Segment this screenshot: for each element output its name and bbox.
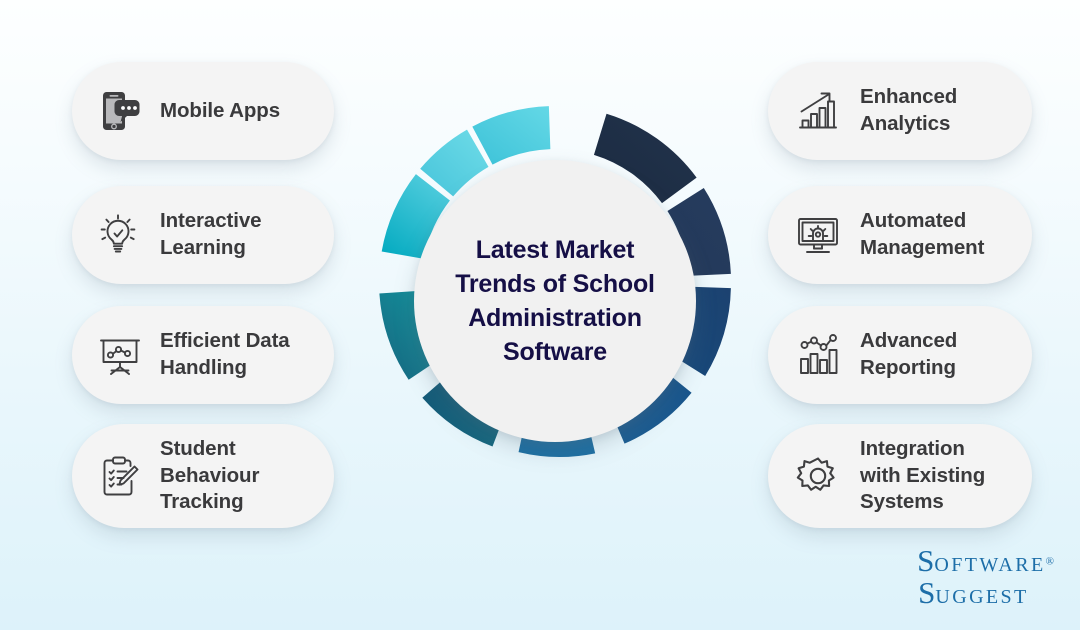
ring-segment (381, 174, 450, 259)
feature-pill-enhanced-analytics[interactable]: Enhanced Analytics (768, 62, 1032, 160)
advanced-reporting-icon (792, 329, 844, 381)
feature-pill-mobile-apps[interactable]: Mobile Apps (72, 62, 334, 160)
feature-pill-label: Mobile Apps (160, 98, 280, 122)
feature-pill-label: Student Behaviour Tracking (160, 437, 260, 514)
enhanced-analytics-icon (792, 85, 844, 137)
logo-line-2: SUGGEST (918, 577, 1054, 608)
feature-pill-label: Automated Management (860, 209, 985, 259)
ring-segment (593, 113, 697, 204)
efficient-data-handling-icon (94, 329, 146, 381)
feature-pill-automated-management[interactable]: Automated Management (768, 186, 1032, 284)
feature-pill-interactive-learning[interactable]: Interactive Learning (72, 186, 334, 284)
ring-segment (420, 129, 489, 197)
student-behaviour-tracking-icon (94, 450, 146, 502)
feature-pill-advanced-reporting[interactable]: Advanced Reporting (768, 306, 1032, 404)
integration-systems-icon (792, 450, 844, 502)
interactive-learning-icon (94, 209, 146, 261)
feature-pill-label: Enhanced Analytics (860, 85, 958, 135)
center-circle: Latest Market Trends of School Administr… (414, 160, 696, 442)
feature-pill-label: Advanced Reporting (860, 329, 958, 379)
feature-pill-efficient-data-handling[interactable]: Efficient Data Handling (72, 306, 334, 404)
feature-pill-label: Interactive Learning (160, 209, 262, 259)
feature-pill-label: Efficient Data Handling (160, 329, 290, 379)
logo-cap-s1: S (917, 543, 935, 578)
feature-pill-integration-systems[interactable]: Integration with Existing Systems (768, 424, 1032, 528)
logo-cap-s2: S (918, 575, 936, 610)
registered-trademark-icon: ® (1045, 555, 1054, 568)
ring-segment (667, 187, 731, 276)
ring-segment (472, 106, 551, 165)
logo-word-suggest: UGGEST (935, 586, 1029, 608)
logo-line-1: SOFTWARE® (917, 545, 1054, 576)
softwaresuggest-logo: SOFTWARE® SUGGEST (917, 545, 1054, 608)
logo-word-software: OFTWARE (934, 554, 1046, 576)
feature-pill-student-behaviour-tracking[interactable]: Student Behaviour Tracking (72, 424, 334, 528)
feature-pill-label: Integration with Existing Systems (860, 437, 986, 514)
automated-management-icon (792, 209, 844, 261)
page-title: Latest Market Trends of School Administr… (455, 236, 655, 366)
mobile-apps-icon (94, 85, 146, 137)
